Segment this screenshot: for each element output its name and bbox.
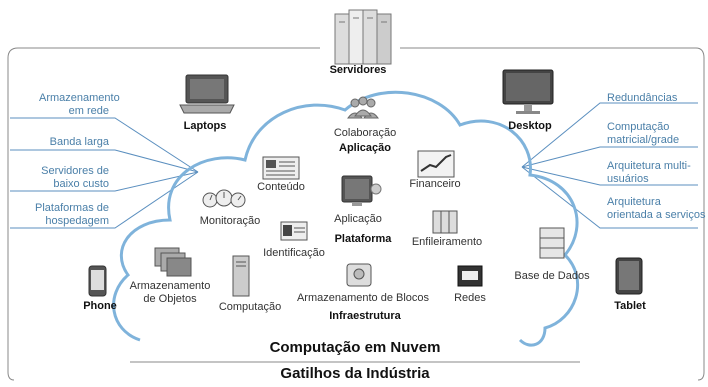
bracket-frame (7, 47, 40, 381)
cloud-shape (112, 90, 580, 347)
left-item-network-storage: Armazenamento em rede (5, 92, 120, 118)
left-item-hosting: Plataformas de hospedagem (5, 202, 109, 228)
phone-icon (88, 265, 107, 297)
item-object-storage: Armazenamento de Objetos (129, 280, 211, 305)
bracket-frame-right (688, 47, 705, 381)
finance-chart-icon (417, 150, 455, 178)
gauge-icon (202, 189, 246, 208)
cloud-title: Computação em Nuvem (269, 339, 441, 356)
laptops-label: Laptops (183, 120, 227, 132)
right-connectors (521, 102, 698, 229)
disk-icon (346, 263, 372, 287)
item-queueing: Enfileiramento (411, 236, 483, 248)
monitor-icon (341, 175, 382, 206)
item-monitoring: Monitoração (199, 215, 261, 227)
right-item-grid: Computação matricial/grade (607, 121, 680, 146)
phone-label: Phone (83, 300, 117, 312)
desktop-label: Desktop (508, 120, 552, 132)
right-item-soa: Arquitetura orientada a serviços (607, 196, 706, 221)
item-identification: Identificação (263, 247, 325, 259)
item-block-storage: Armazenamento de Blocos (296, 292, 430, 304)
footer-title: Gatilhos da Indústria (280, 365, 430, 382)
desktop-icon (502, 69, 554, 114)
left-item-low-cost-servers: Servidores de baixo custo (5, 165, 109, 191)
item-application: Aplicação (334, 213, 382, 225)
folders-icon (154, 247, 192, 277)
item-collaboration: Colaboração (333, 127, 397, 139)
layer-platform-title: Plataforma (334, 233, 392, 245)
tablet-label: Tablet (614, 300, 646, 312)
servers-icon (334, 9, 392, 65)
servers-label: Servidores (329, 64, 387, 76)
item-compute: Computação (218, 301, 282, 313)
tower-icon (232, 255, 250, 297)
tablet-icon (615, 257, 643, 295)
database-icon (539, 227, 565, 259)
queue-icon (432, 210, 458, 234)
item-database: Base de Dados (514, 270, 590, 282)
content-icon (262, 156, 300, 180)
left-item-text: Servidores de baixo custo (41, 165, 109, 190)
layer-infrastructure-title: Infraestrutura (329, 310, 401, 322)
laptop-icon (179, 74, 235, 114)
right-item-redundancy: Redundâncias (607, 92, 678, 104)
layer-application-title: Aplicação (339, 142, 391, 154)
left-item-broadband: Banda larga (49, 136, 109, 148)
item-financial: Financeiro (409, 178, 461, 190)
right-item-multi-user: Arquitetura multi-usuários (607, 160, 691, 185)
people-icon (347, 96, 379, 119)
id-card-icon (280, 221, 308, 241)
left-item-text: Armazenamento em rede (39, 92, 120, 117)
item-content: Conteúdo (257, 181, 305, 193)
network-icon (457, 265, 483, 287)
left-item-text: Plataformas de hospedagem (35, 202, 109, 227)
item-networks: Redes (454, 292, 486, 304)
